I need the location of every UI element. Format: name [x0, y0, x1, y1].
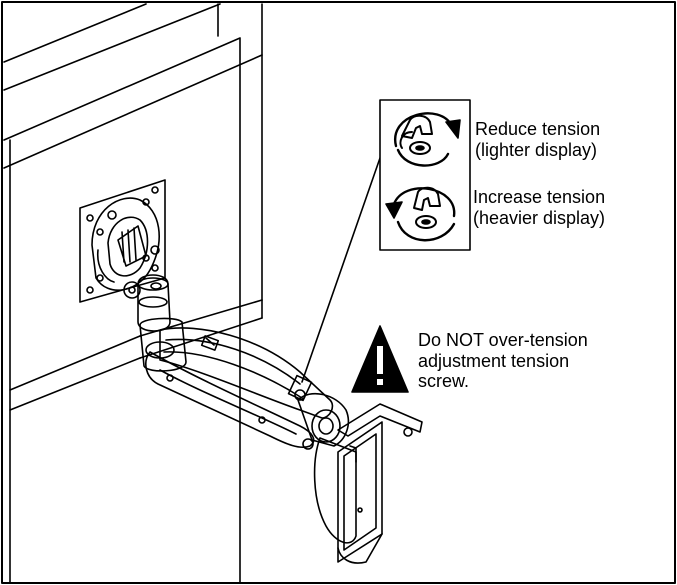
- clockwise-arrow-wrench-icon: [394, 112, 461, 167]
- elbow-joint: [297, 392, 350, 450]
- warning-triangle-icon: [351, 325, 409, 393]
- warning-line3: screw.: [418, 371, 470, 392]
- reduce-tension-line1: Reduce tension: [475, 119, 601, 139]
- counterclockwise-arrow-wrench-icon: [385, 186, 456, 242]
- warning-line1: Do NOT over-tension: [418, 330, 588, 350]
- display-bracket: [313, 403, 423, 564]
- warning-line2: adjustment tension: [418, 350, 570, 371]
- tilt-mechanism: [91, 197, 160, 299]
- increase-tension-line2: (heavier display): [473, 207, 606, 228]
- swivel-post: [137, 274, 171, 332]
- warning-label: Do NOT over-tension adjustment tension s…: [418, 330, 588, 392]
- extension-arm: [145, 327, 334, 449]
- reduce-tension-label: Reduce tension (lighter display): [475, 119, 600, 160]
- reduce-tension-line2: (lighter display): [475, 139, 598, 160]
- increase-tension-line1: Increase tension: [473, 187, 606, 207]
- increase-tension-label: Increase tension (heavier display): [473, 187, 605, 228]
- wall-panel: [3, 3, 263, 583]
- callout-leader-line: [301, 157, 381, 383]
